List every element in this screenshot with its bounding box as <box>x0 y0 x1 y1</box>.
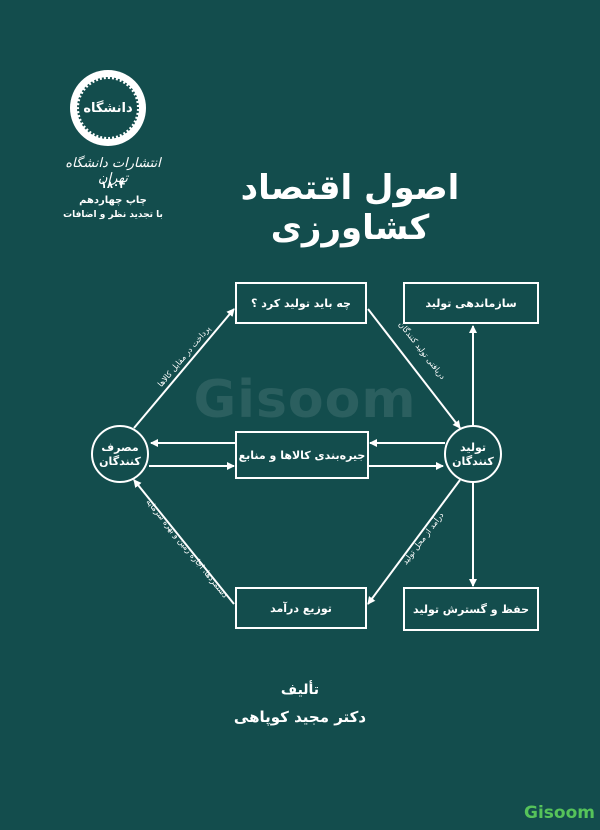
author-name: دکتر مجید کوپاهی <box>233 708 367 726</box>
edition-text: چاپ چهاردهم <box>79 195 147 206</box>
label-rationing: جیره‌بندی کالاها و منابع <box>239 449 366 462</box>
edition-note: با تجدید نظر و اضافات <box>63 210 163 220</box>
producers-label-line2: کنندگان <box>452 455 494 468</box>
publisher-name: انتشارات دانشگاه تهران <box>65 156 161 186</box>
logo-inner-text: دانشگاه <box>77 77 139 139</box>
series-number: ۱۸۰۴ <box>100 180 126 191</box>
label-organize-production: سازماندهی تولید <box>425 297 516 310</box>
gisoom-brand: Gisoom <box>524 803 595 823</box>
arrow-consumers-to-what <box>133 308 235 429</box>
arrow-what-to-producers <box>367 308 461 429</box>
consumers-circle <box>91 425 149 483</box>
box-rationing <box>235 431 369 479</box>
arrow-producers-to-income <box>367 479 461 605</box>
box-organize-production <box>403 282 539 324</box>
label-preserve-expand: حفظ و گسترش تولید <box>413 603 529 616</box>
author-label: تألیف <box>280 682 320 698</box>
box-preserve-expand <box>403 587 539 631</box>
consumers-label-line1: مصرف <box>101 441 138 454</box>
edge-label-producers-receipt: دریافتی تولید کنندگان <box>397 319 449 381</box>
label-what-to-produce: چه باید تولید کرد ؟ <box>251 297 351 310</box>
box-what-to-produce <box>235 282 367 324</box>
box-income-distribution <box>235 587 367 629</box>
watermark-text: Gisoom <box>193 370 417 430</box>
book-title: اصول اقتصاد کشاورزی <box>240 168 460 248</box>
label-income-distribution: توزیع درآمد <box>270 601 332 615</box>
edge-label-payment: پرداخت در مقابل کالاها <box>156 324 212 389</box>
arrow-income-to-consumers <box>133 479 235 605</box>
edge-label-wages-rent-interest: دستمزدها، اجاره زمین و بهره سرمایه <box>144 497 229 600</box>
consumers-label-line2: کنندگان <box>99 455 141 468</box>
producers-circle <box>444 425 502 483</box>
edge-label-production-income: درآمد از محل تولید <box>400 510 446 566</box>
producers-label-line1: تولید <box>460 441 486 454</box>
university-logo: دانشگاه <box>70 70 146 146</box>
